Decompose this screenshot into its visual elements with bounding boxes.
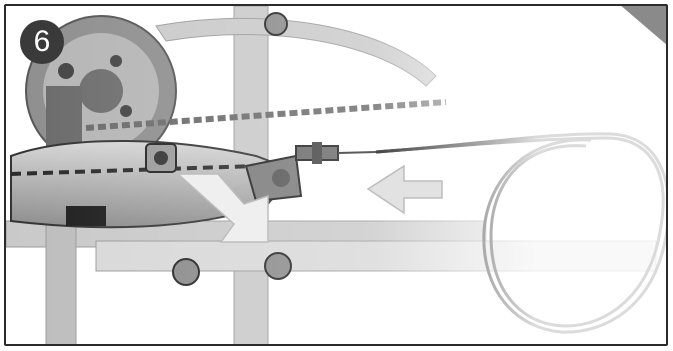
step-number-badge: 6 [20, 20, 64, 64]
assembly-illustration [6, 6, 668, 346]
instruction-panel: 6 [4, 4, 668, 346]
